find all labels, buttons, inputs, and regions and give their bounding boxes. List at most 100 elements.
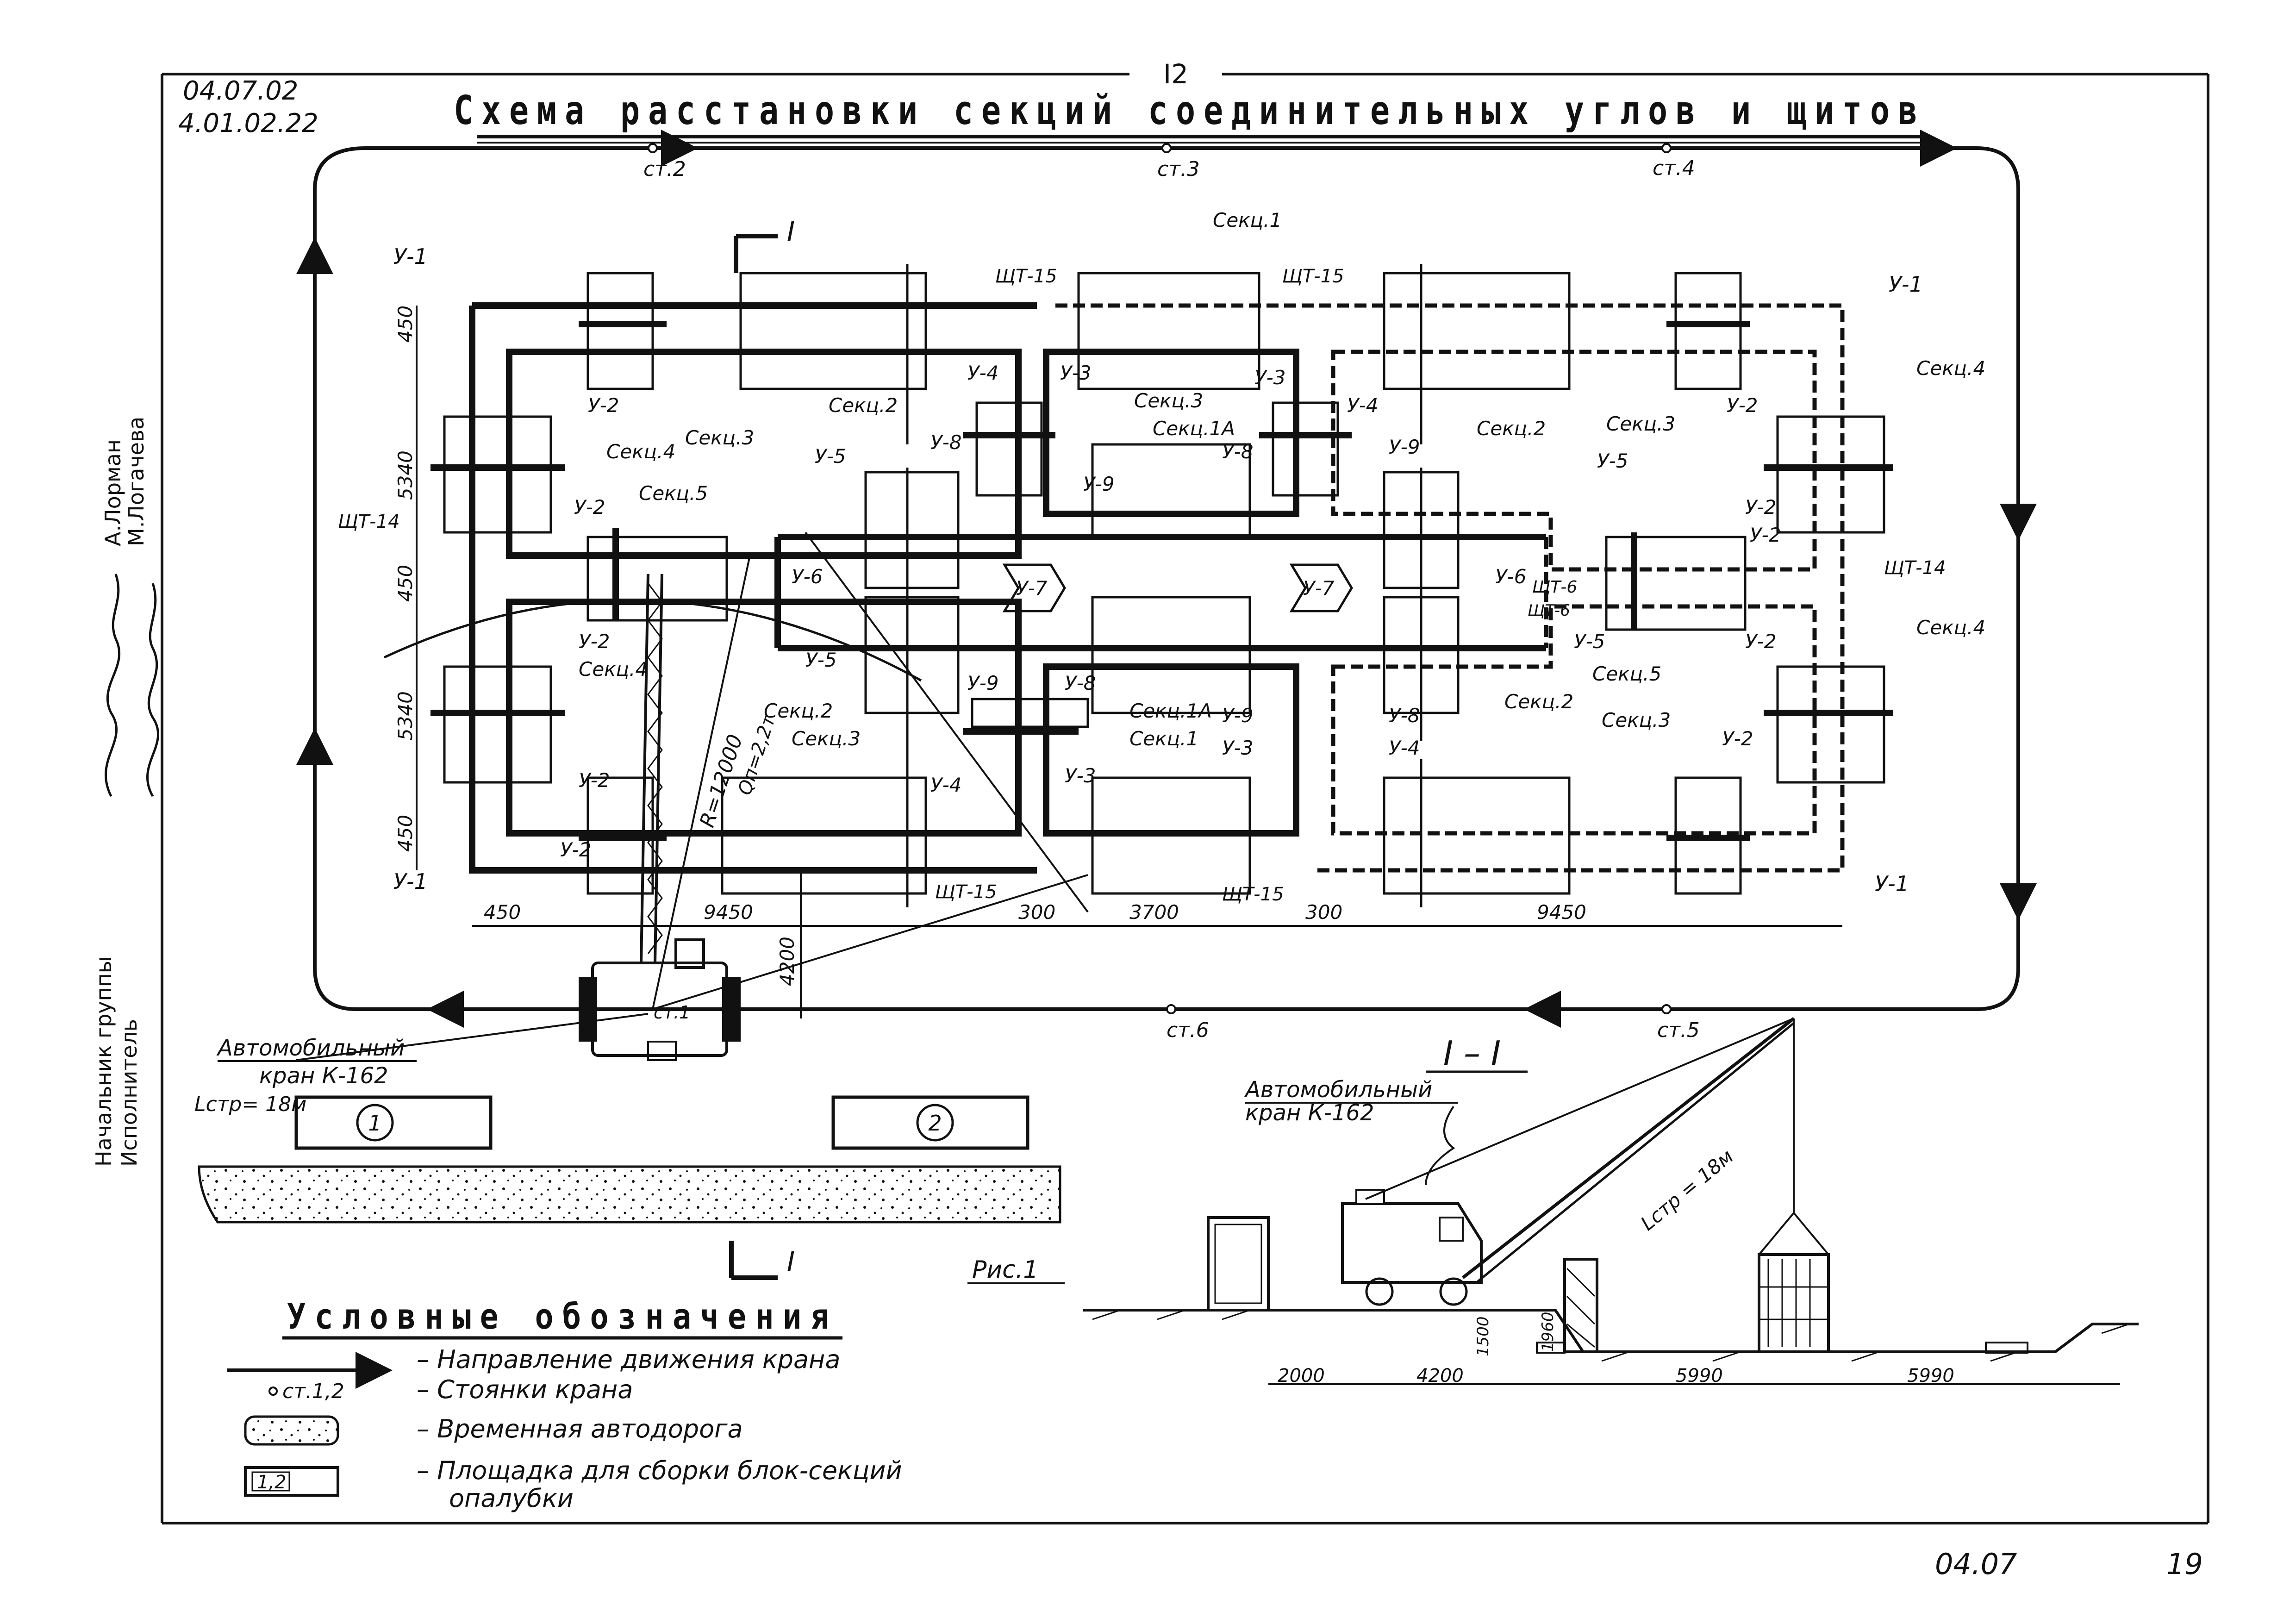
figure-label: Рис.1 bbox=[972, 1256, 1038, 1284]
shield-label: ЩТ-15 bbox=[995, 266, 1057, 287]
section-label: Секц.3 bbox=[1134, 389, 1203, 412]
offset-dim: 4200 bbox=[776, 937, 799, 986]
joint-u7-left bbox=[1002, 563, 1066, 612]
footer-page: 19 bbox=[2166, 1547, 2203, 1581]
signature-1 bbox=[105, 574, 121, 797]
name-executor: М.Логачева bbox=[124, 417, 149, 546]
joint-label: У-3 bbox=[1254, 366, 1285, 389]
legend: Условные обозначения – Направление движе… bbox=[227, 1296, 902, 1513]
horizontal-dim: 9450 bbox=[1537, 901, 1586, 924]
name-head: А.Лорман bbox=[100, 439, 125, 546]
section-crane-line2: кран К-162 bbox=[1245, 1100, 1374, 1126]
stop-label-st3: ст.3 bbox=[1157, 157, 1200, 181]
shield-label: ЩТ-15 bbox=[935, 881, 997, 903]
section-label: Секц.5 bbox=[639, 482, 708, 505]
section-dim: 5990 bbox=[1676, 1365, 1723, 1387]
cut-title: I – I bbox=[1443, 1034, 1501, 1073]
section-label: Секц.4 bbox=[1916, 357, 1985, 380]
joint-label: У-9 bbox=[967, 672, 998, 694]
stop-marker bbox=[1161, 143, 1172, 153]
vertical-dim: 450 bbox=[394, 815, 417, 852]
stop-marker bbox=[1166, 1004, 1176, 1014]
joint-label: У-9 bbox=[1222, 704, 1253, 727]
stop-marker bbox=[648, 143, 658, 153]
joint-label: У-2 bbox=[579, 630, 610, 653]
platform-2-number: 2 bbox=[928, 1111, 942, 1136]
stop-marker bbox=[1661, 1004, 1672, 1014]
stop-marker bbox=[1661, 143, 1672, 153]
corner-label: У-1 bbox=[393, 869, 428, 894]
section-label: Секц.4 bbox=[579, 658, 648, 681]
crane-stops: ст.2 ст.3 ст.4 ст.6 ст.5 bbox=[643, 143, 1700, 1042]
joint-label: У-2 bbox=[1745, 630, 1776, 653]
joint-label: У-9 bbox=[1389, 436, 1420, 458]
joint-label: У-4 bbox=[930, 774, 961, 796]
joint-label: У-9 bbox=[1083, 473, 1114, 495]
section-label: Секц.1А bbox=[1129, 700, 1212, 722]
crane-boom-plan bbox=[640, 574, 663, 963]
platform-2 bbox=[831, 1095, 1029, 1150]
platform-1 bbox=[294, 1095, 493, 1150]
joint-label: У-5 bbox=[1597, 450, 1628, 472]
crane-label-line1: Автомобильный bbox=[216, 1035, 405, 1061]
sheet-code-1: 04.07.02 bbox=[183, 76, 298, 106]
platform-1-number: 1 bbox=[368, 1111, 381, 1136]
joint-label: У-8 bbox=[1065, 672, 1096, 694]
section-label: Секц.3 bbox=[792, 727, 861, 750]
joint-label: У-2 bbox=[579, 769, 610, 792]
joint-label: У-3 bbox=[1065, 764, 1096, 787]
sheet-code-2: 4.01.02.22 bbox=[178, 108, 318, 138]
section-label: Секц.3 bbox=[685, 426, 754, 449]
section-label: Секц.1 bbox=[1129, 727, 1198, 750]
formwork-outline bbox=[469, 302, 1845, 874]
section-label: Секц.2 bbox=[1504, 690, 1573, 713]
crane-travel-path bbox=[296, 130, 2037, 1028]
joint-label: У-5 bbox=[805, 649, 836, 671]
joint-label: У-2 bbox=[588, 394, 619, 417]
shield-label: ЩТ-14 bbox=[338, 511, 400, 532]
legend-item-4: – Площадка для сборки блок-секций bbox=[417, 1456, 902, 1485]
drawing-title: Схема расстановки секций соединительных … bbox=[454, 87, 1926, 134]
joint-label: У-4 bbox=[1347, 394, 1378, 417]
section-label: Секц.2 bbox=[764, 700, 833, 722]
signature-block: Начальник группы Исполнитель А.Лорман М.… bbox=[91, 417, 159, 1167]
signature-2 bbox=[146, 583, 159, 797]
joint-label: У-2 bbox=[1750, 524, 1781, 546]
joint-label: У-2 bbox=[574, 496, 605, 518]
section-vdim: 1500 bbox=[1474, 1316, 1492, 1356]
horizontal-dim: 450 bbox=[484, 901, 521, 924]
sheet-frame bbox=[161, 73, 2209, 1524]
section-mark-top: I bbox=[734, 216, 795, 273]
stop-label-st4: ст.4 bbox=[1653, 156, 1695, 180]
joint-label: У-6 bbox=[1495, 565, 1526, 588]
horizontal-dim: 9450 bbox=[704, 901, 753, 924]
joint-label: У-6 bbox=[792, 565, 823, 588]
joint-u7-right bbox=[1289, 563, 1353, 612]
crane-body-plan: ст.1 bbox=[579, 938, 741, 1061]
shield-label: ЩТ-14 bbox=[1884, 557, 1946, 579]
section-label: Секц.1 bbox=[1213, 209, 1282, 231]
section-label: Секц.4 bbox=[606, 440, 675, 463]
section-vdim: 1960 bbox=[1539, 1312, 1557, 1352]
role-head: Начальник группы bbox=[91, 956, 116, 1167]
top-page-number: I2 bbox=[1163, 58, 1188, 90]
shield-label: ЩТ-15 bbox=[1222, 884, 1284, 905]
stop-label-st5: ст.5 bbox=[1657, 1018, 1700, 1042]
legend-title: Условные обозначения bbox=[287, 1296, 838, 1337]
joint-label: У-3 bbox=[1222, 737, 1253, 759]
legend-item-2: – Стоянки крана bbox=[417, 1375, 633, 1404]
legend-stop-symbol: ст.1,2 bbox=[282, 1380, 344, 1403]
joint-label: У-3 bbox=[1060, 362, 1091, 384]
legend-item-3: – Временная автодорога bbox=[417, 1414, 743, 1443]
joint-label: У-5 bbox=[815, 445, 846, 468]
joint-label: У-8 bbox=[930, 431, 961, 454]
legend-item-4b: опалубки bbox=[449, 1484, 574, 1513]
section-label: Секц.2 bbox=[1477, 417, 1546, 440]
section-view: 2000 4200 5990 5990 1500 1960 Автомобиль… bbox=[1083, 1017, 2139, 1387]
section-dim: 5990 bbox=[1907, 1365, 1954, 1387]
shield-label: ЩТ-6 bbox=[1532, 578, 1577, 597]
section-label: Секц.1А bbox=[1153, 417, 1235, 440]
plan-labels: У-1 У-1 У-1 У-1 ЩТ-15 ЩТ-15 ЩТ-15 ЩТ-15 … bbox=[338, 209, 1985, 905]
joint-label: У-7 bbox=[1016, 577, 1048, 600]
